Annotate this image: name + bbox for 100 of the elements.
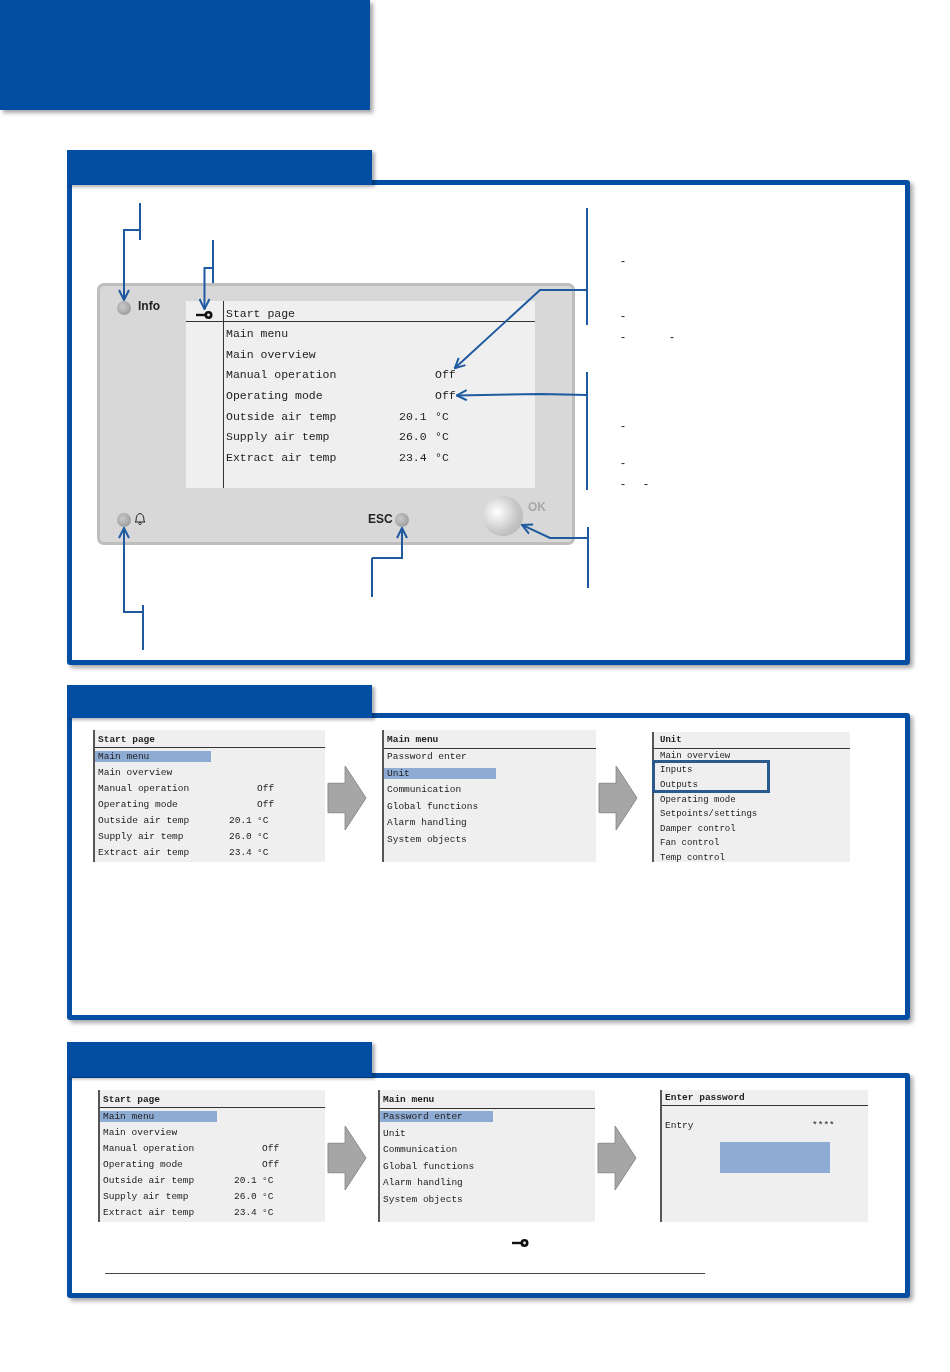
dash-text: - [621, 309, 625, 323]
value-text: 23.4 [229, 846, 252, 858]
unit-text: Off [262, 1142, 280, 1154]
menu-item: Main menu [226, 326, 289, 340]
value-text: 23.4 [234, 1206, 257, 1218]
value-text: 26.0 [234, 1190, 257, 1202]
dash-text: - [621, 477, 625, 491]
menu-item: Password enter [386, 751, 467, 763]
dash-text: - [621, 330, 625, 344]
display-screen [660, 1090, 868, 1222]
menu-item: Global functions [382, 1160, 475, 1172]
dash-text: - [644, 477, 648, 491]
menu-item: Setpoints/settings [659, 809, 758, 820]
screen-title: Start page [102, 1093, 160, 1105]
menu-item: System objects [382, 1193, 463, 1205]
menu-item: Unit [384, 767, 496, 779]
value-text: Off [435, 388, 456, 402]
unit-text: °C [262, 1174, 274, 1186]
menu-item: Main overview [226, 347, 316, 361]
unit-text: Off [262, 1158, 280, 1170]
value-text: 26.0 [229, 830, 252, 842]
block-arrow [598, 765, 638, 831]
leader-line [453, 207, 588, 370]
menu-item: Outside air temp [226, 409, 337, 423]
control-panel [97, 283, 575, 545]
menu-item: Temp control [659, 853, 725, 864]
indicator-light [117, 513, 131, 527]
menu-item: Manual operation [97, 782, 190, 794]
display-screen [652, 732, 850, 862]
screen-title: Unit [659, 735, 682, 746]
menu-item: Entry [664, 1120, 694, 1132]
block-arrow [597, 1125, 637, 1191]
unit-text: Off [257, 782, 275, 794]
screen-title: Start page [226, 306, 295, 320]
menu-item: Operating mode [659, 794, 736, 805]
unit-text: °C [257, 830, 269, 842]
menu-item: Outside air temp [102, 1174, 195, 1186]
menu-item: Outside air temp [97, 814, 190, 826]
menu-item: Operating mode [97, 798, 178, 810]
display-screen [378, 1090, 595, 1222]
leader-line [455, 371, 588, 491]
dash-text: - [621, 419, 625, 433]
menu-item: Main menu [95, 750, 211, 762]
dash-text: - [670, 330, 674, 344]
menu-item: Damper control [659, 823, 736, 834]
menu-item: Supply air temp [102, 1190, 189, 1202]
menu-item: Alarm handling [386, 817, 467, 829]
menu-item: Fan control [659, 838, 720, 849]
dash-text: - [621, 456, 625, 470]
screen-title: Main menu [386, 733, 439, 745]
leader-line [371, 527, 408, 598]
button-label: ESC [368, 512, 393, 526]
block-arrow [327, 765, 367, 831]
menu-item: Communication [386, 784, 462, 796]
menu-item: Inputs [659, 765, 693, 776]
value-text: 26.0 [399, 430, 427, 444]
menu-item: Communication [382, 1144, 458, 1156]
value-text: 20.1 [229, 814, 252, 826]
menu-item: Manual operation [102, 1142, 195, 1154]
unit-text: °C [262, 1190, 274, 1202]
menu-item: Extract air temp [226, 450, 337, 464]
ok-knob [483, 496, 523, 536]
leader-line [521, 523, 589, 589]
display-screen [186, 301, 535, 488]
unit-text: °C [257, 814, 269, 826]
value-text: 20.1 [399, 409, 427, 423]
display-screen [93, 730, 325, 862]
menu-item: Outputs [659, 780, 698, 791]
menu-item: Main overview [659, 750, 731, 761]
menu-item: Extract air temp [102, 1206, 195, 1218]
unit-text: °C [435, 430, 449, 444]
menu-item: Password enter [380, 1111, 493, 1123]
menu-item: Global functions [386, 800, 479, 812]
menu-item: Alarm handling [382, 1177, 463, 1189]
block-arrow [327, 1125, 367, 1191]
unit-text: **** [812, 1120, 835, 1132]
menu-item: Manual operation [226, 368, 337, 382]
key-icon [196, 310, 213, 320]
unit-text: °C [435, 409, 449, 423]
display-screen [98, 1090, 325, 1222]
menu-item: Unit [382, 1127, 406, 1139]
leader-line [198, 239, 214, 310]
value-text: 20.1 [234, 1174, 257, 1186]
menu-item: Extract air temp [97, 846, 190, 858]
unit-text: °C [257, 846, 269, 858]
screen-title: Main menu [382, 1093, 435, 1105]
value-text: Off [435, 368, 456, 382]
leader-line [118, 527, 144, 651]
menu-item: Main overview [97, 766, 173, 778]
unit-text: Off [257, 798, 275, 810]
screen-title: Start page [97, 733, 155, 745]
menu-item: Supply air temp [226, 430, 330, 444]
screen-title: Enter password [664, 1092, 745, 1104]
indicator-light [117, 301, 131, 315]
display-screen [382, 730, 596, 862]
menu-item: Operating mode [226, 388, 323, 402]
button-label: Info [138, 299, 160, 313]
menu-item: System objects [386, 833, 467, 845]
indicator-light [395, 513, 409, 527]
value-text: 23.4 [399, 450, 427, 464]
